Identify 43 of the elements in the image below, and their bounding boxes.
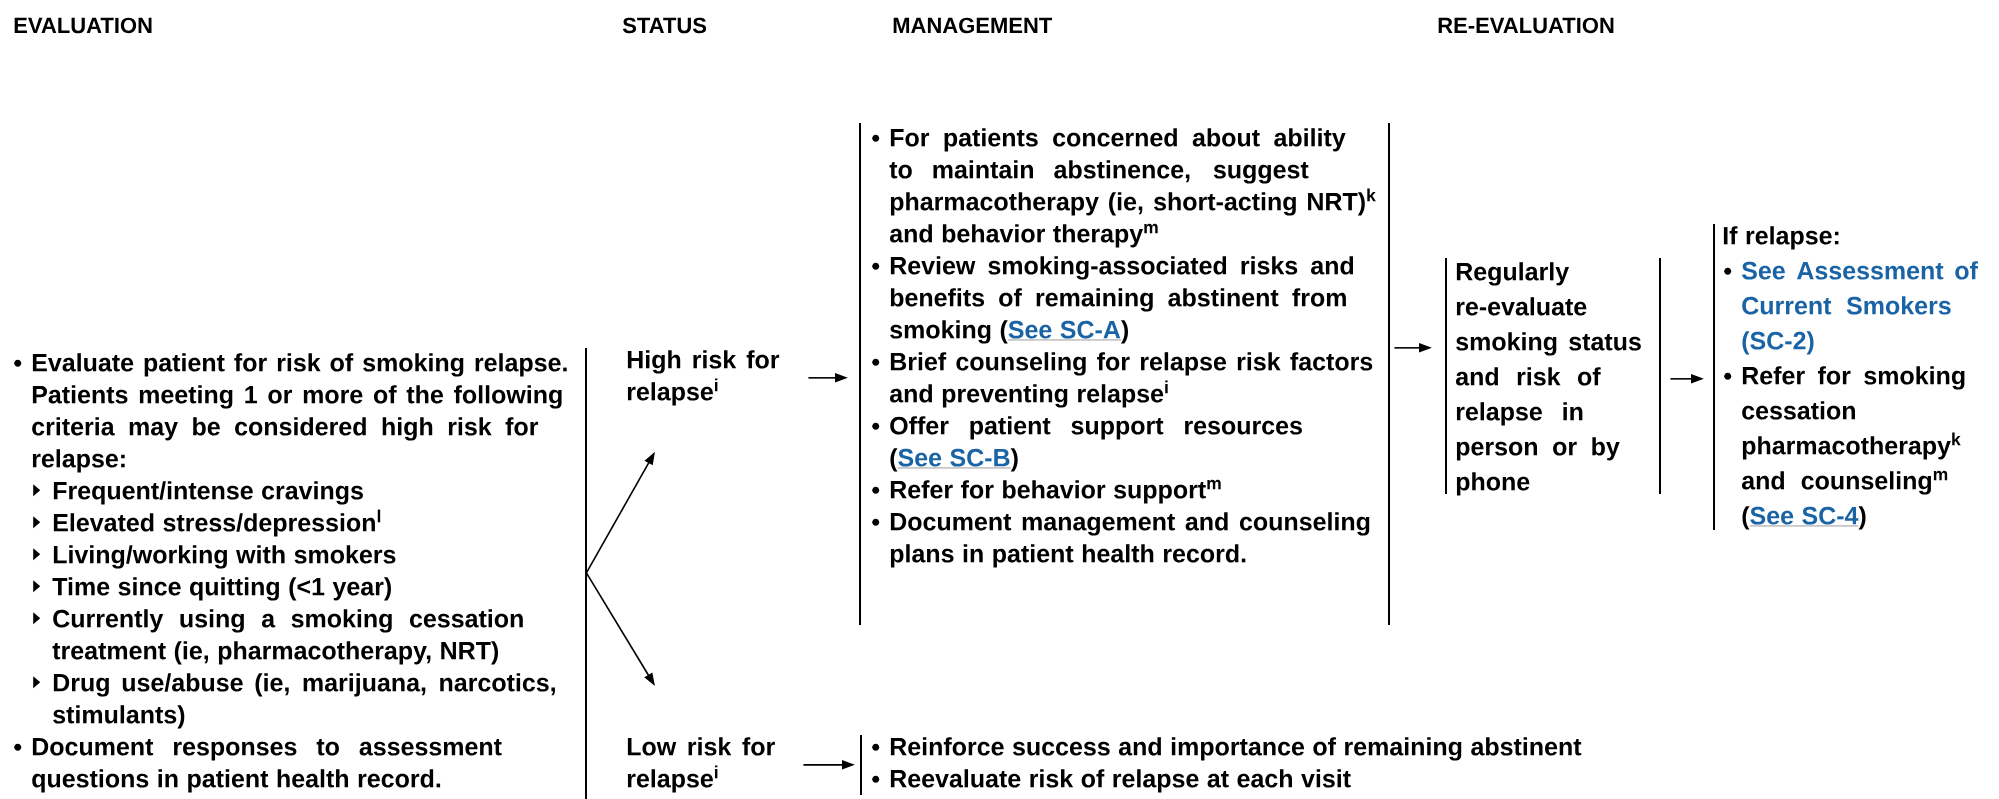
node-label: Refer for behavior support$^{m}$ bbox=[890, 479, 1221, 504]
node-label: Evaluate patient for risk of smoking relapse. Patients meeting 1 or more of the following criteria may be considered high risk for relapse: bbox=[32, 353, 567, 473]
management-list: For patients concerned about ability to maintain abstinence, suggest pharmacotherapy (ie, short-acting NRT)$^{k}$ and behavior therapy$^{m}$ Review smoking-associated risks and benefits of remaining abstinent from smoking (See SC-A) Brief counseling for relapse risk factors and preventing relapse$^{i}$ Offer patient support resources (See SC-B) Refer for behavior support$^{m}$ Document management and counseling plans in patient health record. bbox=[859, 122, 1390, 626]
node-label: Frequent/intense cravings bbox=[53, 481, 363, 505]
node-label: Reinforce success and importance of remaining abstinent bbox=[890, 737, 1582, 761]
node-label: Review smoking-associated risks and bbox=[890, 256, 1354, 280]
node-label: For patients concerned about ability to maintain abstinence, suggest pharmacotherapy (ie, short-acting NRT)$^{k}$ and behavior therapy$^{m}$ bbox=[889, 128, 1376, 248]
management-list: Reinforce success and importance of remaining abstinent Reevaluate risk of relapse at each visit bbox=[860, 734, 1582, 796]
node-label: See SC-B bbox=[898, 448, 1010, 467]
node-label: and counseling$^{m}$ bbox=[1741, 470, 1948, 495]
node-label: Elevated stress/depression$^{l}$ bbox=[53, 509, 381, 537]
node-label: Drug use/abuse (ie, marijuana, narcotics, stimulants) bbox=[53, 673, 555, 729]
column-heading: EVALUATION bbox=[14, 17, 152, 34]
node-label: ( bbox=[890, 448, 898, 472]
node-label: Currently using a smoking cessation treatment (ie, pharmacotherapy, NRT) bbox=[52, 609, 523, 665]
re-evaluation-text: Regularly re-evaluate smoking status and risk of relapse in person or by phone bbox=[1445, 257, 1661, 496]
node-label: cessation bbox=[1742, 401, 1855, 420]
node-label: Living/working with smokers bbox=[53, 545, 396, 569]
status-label: High risk for relapse$^{i}$ bbox=[627, 350, 780, 406]
node-label: Brief counseling for relapse risk factors and preventing relapse$^{i}$ bbox=[889, 352, 1373, 408]
criteria-list: Evaluate patient for risk of smoking relapse. Patients meeting 1 or more of the following criteria may be considered high risk for relapse: Frequent/intense cravings Elevated stress/depression$^{l}$ Living/working with smokers Time since quitting (<1 year) Currently using a smoking cessation treatment (ie, pharmacotherapy, NRT) Drug use/abuse (ie, marijuana, narcotics, stimulants) Document responses to assessment questions in patient health record. bbox=[14, 347, 587, 799]
node-label: benefits of remaining abstinent from bbox=[890, 288, 1346, 312]
node-label: See SC-4 bbox=[1750, 506, 1859, 525]
node-label: pharmacotherapy$^{k}$ bbox=[1742, 432, 1961, 460]
column-heading: STATUS bbox=[622, 17, 707, 34]
node-label: Reevaluate risk of relapse at each visit bbox=[890, 769, 1351, 793]
node-label: ) bbox=[1858, 506, 1866, 530]
node-label: See SC-A bbox=[1008, 320, 1121, 339]
node-label: See Assessment of Current Smokers (SC-2) bbox=[1741, 261, 1978, 355]
column-heading: MANAGEMENT bbox=[893, 17, 1053, 34]
node-label: If relapse: bbox=[1723, 226, 1839, 250]
node-label: ) bbox=[1010, 448, 1018, 472]
node-label: Document management and counseling plans in patient health record. bbox=[890, 512, 1370, 568]
status-label: Low risk for relapse$^{i}$ bbox=[627, 737, 775, 793]
node-label: Time since quitting (<1 year) bbox=[52, 577, 391, 601]
node-label: Refer for smoking bbox=[1742, 366, 1965, 390]
node-label: ) bbox=[1120, 320, 1128, 344]
relapse-list: If relapse: See Assessment of Current Smokers (SC-2) Refer for smoking cessation pharmacotherapy$^{k}$ and counseling$^{m}$ (See SC-4) bbox=[1713, 223, 1978, 531]
node-label: Document responses to assessment questions in patient health record. bbox=[32, 738, 502, 793]
column-heading: RE-EVALUATION bbox=[1438, 17, 1614, 34]
node-label: ( bbox=[1742, 506, 1750, 530]
node-label: Offer patient support resources bbox=[890, 416, 1302, 440]
node-label: smoking ( bbox=[890, 320, 1008, 344]
